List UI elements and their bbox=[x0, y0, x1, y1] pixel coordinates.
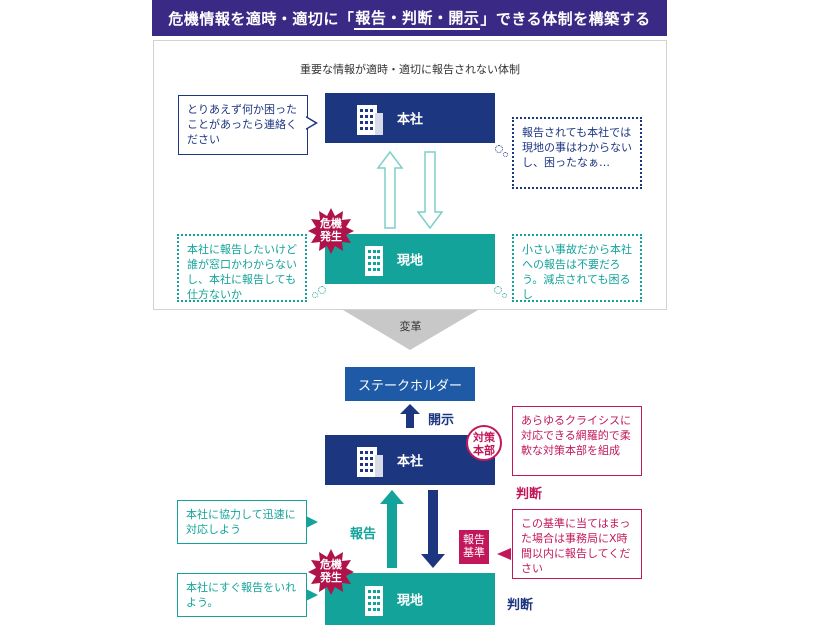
title-post: 」できる体制を構築する bbox=[480, 9, 651, 28]
title-highlight: 報告・判断・開示 bbox=[354, 7, 481, 30]
bubble-cooperate: 本社に協力して迅速に対応しよう bbox=[177, 500, 307, 544]
before-subtitle: 重要な情報が適時・適切に報告されない体制 bbox=[300, 63, 520, 76]
bubble-site-left: 本社に報告したいけど誰が窓口かわからないし、本社に報告しても仕方ないか bbox=[177, 234, 307, 302]
crisis-burst-icon bbox=[308, 549, 354, 595]
bubble-tail bbox=[306, 589, 318, 601]
bubble-hq-right: 報告されても本社では現地の事はわからないし、困ったなぁ… bbox=[512, 117, 642, 189]
bubble-tail bbox=[497, 548, 511, 560]
before-site-box: 現地 bbox=[325, 234, 495, 284]
judgment-label-top: 判断 bbox=[516, 487, 543, 502]
thought-dot bbox=[502, 293, 507, 298]
bubble-taskforce: あらゆるクライシスに対応できる網羅的で柔軟な対策本部を組成 bbox=[512, 406, 642, 476]
building-icon bbox=[365, 246, 383, 276]
thought-dot bbox=[318, 286, 326, 294]
thought-dot bbox=[494, 286, 502, 294]
report-label: 報告 bbox=[350, 527, 377, 542]
bubble-tail-fill bbox=[305, 117, 315, 129]
bubble-site-right: 小さい事故だから本社への報告は不要だろう。減点されても困るし bbox=[512, 234, 642, 302]
task-force-badge: 対策 本部 bbox=[466, 425, 502, 461]
after-hq-label: 本社 bbox=[397, 454, 424, 470]
after-crisis-text: 危機 発生 bbox=[320, 558, 342, 584]
page-title: 危機情報を適時・適切に「報告・判断・開示」できる体制を構築する bbox=[152, 0, 667, 36]
before-crisis-burst: 危機 発生 bbox=[308, 208, 354, 254]
arrow-up-icon bbox=[380, 490, 404, 568]
stakeholder-box: ステークホルダー bbox=[345, 367, 475, 401]
after-crisis-burst: 危機 発生 bbox=[308, 549, 354, 595]
before-hq-box: 本社 bbox=[325, 93, 495, 143]
arrow-down-icon bbox=[416, 151, 444, 230]
title-pre: 危機情報を適時・適切に「 bbox=[168, 9, 355, 28]
before-hq-label: 本社 bbox=[397, 112, 424, 128]
transform-label: 変革 bbox=[399, 320, 422, 333]
arrow-down-icon bbox=[421, 490, 445, 568]
bubble-report-now: 本社にすぐ報告をいれよう。 bbox=[177, 573, 307, 617]
building-icon bbox=[365, 586, 383, 616]
report-criteria-tag: 報告 基準 bbox=[459, 530, 489, 564]
thought-dot bbox=[495, 145, 503, 153]
before-site-label: 現地 bbox=[397, 253, 424, 269]
arrow-up-icon bbox=[400, 404, 420, 428]
building-icon bbox=[357, 447, 383, 477]
after-site-label: 現地 bbox=[397, 593, 424, 609]
before-crisis-text: 危機 発生 bbox=[320, 217, 342, 243]
building-icon bbox=[357, 105, 383, 135]
bubble-hq-left: とりあえず何か困ったことがあったら連絡ください bbox=[178, 95, 308, 155]
arrow-pair-icon bbox=[376, 150, 444, 230]
bubble-tail bbox=[306, 516, 318, 528]
bubble-criteria: この基準に当てはまった場合は事務局にX時間以内に報告してください bbox=[512, 509, 642, 579]
transform-chevron-icon bbox=[343, 310, 478, 350]
after-site-box: 現地 bbox=[325, 573, 495, 625]
arrow-up-icon bbox=[376, 150, 404, 229]
thought-dot bbox=[503, 152, 508, 157]
judgment-label-bottom: 判断 bbox=[507, 598, 534, 613]
disclose-label: 開示 bbox=[428, 413, 455, 428]
crisis-burst-icon bbox=[308, 208, 354, 254]
thought-dot bbox=[312, 292, 318, 298]
